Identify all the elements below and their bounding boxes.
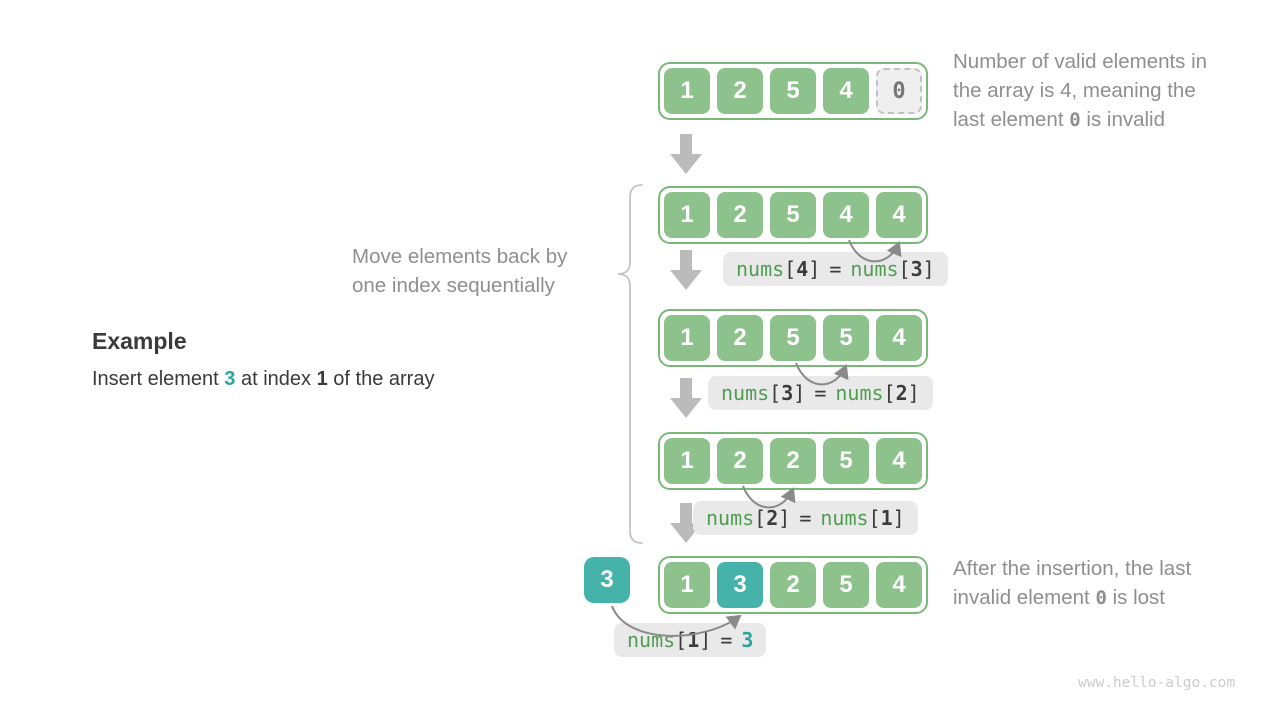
- array-cell: 5: [823, 315, 869, 361]
- down-arrow-icon: [670, 134, 702, 174]
- down-arrow-icon: [670, 503, 702, 543]
- code-token: ]: [808, 257, 821, 281]
- code-token: =: [829, 257, 842, 281]
- valid-annotation-line1: Number of valid elements in: [953, 50, 1208, 73]
- insert-arc-icon: [611, 605, 742, 637]
- move-annotation-line1: Move elements back by: [352, 245, 568, 268]
- example-text: at index: [235, 368, 317, 390]
- code-token: ]: [778, 506, 791, 530]
- brace-icon: [617, 184, 643, 544]
- example-heading: Example: [92, 328, 187, 354]
- array-cell: 1: [664, 438, 710, 484]
- code-token: [: [868, 506, 881, 530]
- code-token: [: [754, 506, 767, 530]
- array-cell: 2: [717, 315, 763, 361]
- array-cell: 5: [823, 438, 869, 484]
- array-cell: 2: [717, 68, 763, 114]
- code-token: 2: [895, 381, 908, 405]
- copy-arc-icon: [795, 362, 849, 386]
- code-token: ]: [892, 506, 905, 530]
- lost-zero-glyph: 0: [1095, 587, 1107, 609]
- example-index-value: 1: [316, 368, 328, 390]
- code-token: [: [769, 381, 782, 405]
- array-cell: 1: [664, 68, 710, 114]
- code-token: nums: [706, 506, 755, 530]
- example-text: of the array: [327, 368, 435, 390]
- code-token: ]: [699, 628, 712, 652]
- code-token: 3: [741, 628, 754, 652]
- array-cell: 4: [876, 315, 922, 361]
- array-cell: 2: [717, 438, 763, 484]
- valid-annotation-line2: the array is 4, meaning the: [953, 79, 1196, 102]
- array-cell: 4: [823, 192, 869, 238]
- code-token: ]: [922, 257, 935, 281]
- after-insertion-annotation: After the insertion, the last invalid el…: [953, 554, 1253, 613]
- code-token: [: [784, 257, 797, 281]
- code-token: ]: [907, 381, 920, 405]
- after-annotation-line2-end: is lost: [1106, 586, 1166, 609]
- code-token: nums: [820, 506, 869, 530]
- valid-annotation-line3: last element: [953, 108, 1070, 131]
- array-cell: 1: [664, 192, 710, 238]
- invalid-array-cell: 0: [876, 68, 922, 114]
- array-cell: 2: [717, 192, 763, 238]
- code-token: nums: [835, 381, 884, 405]
- array-cell: 2: [770, 562, 816, 608]
- valid-annotation-line3-end: is invalid: [1080, 108, 1165, 131]
- code-token: 3: [910, 257, 923, 281]
- copy-arc-icon: [848, 239, 902, 263]
- move-annotation: Move elements back by one index sequenti…: [352, 242, 622, 300]
- code-label-step1: nums[4]=nums[3]: [723, 252, 948, 286]
- array-row-step4: 1 3 2 5 4: [658, 556, 928, 614]
- after-annotation-line2: invalid element: [953, 586, 1096, 609]
- array-cell: 4: [876, 192, 922, 238]
- after-annotation-line1: After the insertion, the last: [953, 557, 1192, 580]
- array-cell: 4: [823, 68, 869, 114]
- array-row-step3: 1 2 2 5 4: [658, 432, 928, 490]
- array-cell: 4: [876, 562, 922, 608]
- code-label-step2: nums[3]=nums[2]: [708, 376, 933, 410]
- code-token: =: [799, 506, 812, 530]
- code-token: =: [720, 628, 733, 652]
- inserted-value-cell: 3: [584, 557, 630, 603]
- code-token: 1: [880, 506, 893, 530]
- code-label-step3: nums[2]=nums[1]: [693, 501, 918, 535]
- code-token: 3: [781, 381, 794, 405]
- code-token: nums: [721, 381, 770, 405]
- code-token: nums: [627, 628, 676, 652]
- array-cell: 5: [770, 68, 816, 114]
- array-cell: 2: [770, 438, 816, 484]
- example-inserted-value: 3: [224, 368, 236, 390]
- move-annotation-line2: one index sequentially: [352, 274, 555, 297]
- valid-count-annotation: Number of valid elements in the array is…: [953, 47, 1263, 135]
- watermark: www.hello-algo.com: [1078, 675, 1236, 691]
- down-arrow-icon: [670, 378, 702, 418]
- code-token: [: [883, 381, 896, 405]
- example-text: Insert element: [92, 368, 225, 390]
- array-cell: 5: [823, 562, 869, 608]
- array-cell: 1: [664, 315, 710, 361]
- example-description: Insert element 3 at index 1 of the array: [92, 368, 434, 391]
- array-row-step0: 1 2 5 4 0: [658, 62, 928, 120]
- array-cell: 4: [876, 438, 922, 484]
- array-cell: 5: [770, 192, 816, 238]
- code-token: =: [814, 381, 827, 405]
- code-token: ]: [793, 381, 806, 405]
- inserted-array-cell: 3: [717, 562, 763, 608]
- code-token: nums: [736, 257, 785, 281]
- invalid-zero-glyph: 0: [1069, 109, 1081, 131]
- code-token: [: [675, 628, 688, 652]
- code-token: [: [898, 257, 911, 281]
- array-cell: 5: [770, 315, 816, 361]
- code-token: 2: [766, 506, 779, 530]
- array-row-step2: 1 2 5 5 4: [658, 309, 928, 367]
- down-arrow-icon: [670, 250, 702, 290]
- copy-arc-icon: [742, 485, 796, 509]
- array-row-step1: 1 2 5 4 4: [658, 186, 928, 244]
- array-cell: 1: [664, 562, 710, 608]
- code-token: 4: [796, 257, 809, 281]
